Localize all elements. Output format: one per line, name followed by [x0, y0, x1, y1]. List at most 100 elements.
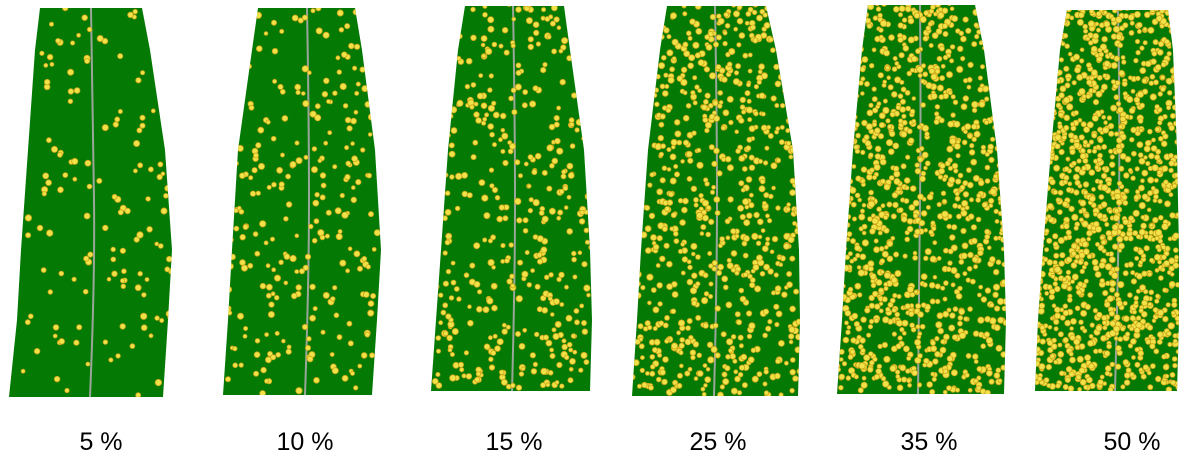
lesion-spot: [966, 84, 972, 90]
lesion-spot: [160, 171, 166, 177]
lesion-spot: [1062, 303, 1068, 309]
lesion-spot: [796, 78, 800, 85]
lesion-spot: [9, 41, 14, 49]
lesion-spot: [736, 42, 742, 48]
lesion-spot: [530, 268, 535, 274]
lesion-spot: [856, 265, 862, 270]
lesion-spot: [644, 247, 652, 254]
lesion-spot: [1035, 10, 1040, 14]
lesion-spot: [951, 15, 959, 23]
lesion-spot: [901, 119, 908, 126]
lesion-spot: [723, 11, 729, 18]
lesion-spot: [925, 25, 931, 31]
lesion-spot: [998, 184, 1004, 191]
lesion-spot: [890, 213, 897, 220]
lesion-spot: [1054, 306, 1061, 314]
lesion-spot: [1135, 189, 1141, 195]
lesion-spot: [1103, 120, 1108, 125]
lesion-spot: [1072, 134, 1078, 140]
lesion-spot: [759, 8, 766, 15]
lesion-spot: [649, 354, 656, 360]
lesion-spot: [840, 137, 847, 145]
lesion-spot: [449, 106, 458, 114]
lesion-spot: [850, 337, 857, 344]
lesion-spot: [1062, 200, 1069, 208]
lesion-spot: [991, 98, 998, 105]
lesion-spot: [784, 51, 792, 59]
lesion-spot: [717, 103, 723, 109]
lesion-spot: [491, 186, 499, 194]
lesion-spot: [717, 391, 724, 396]
lesion-spot: [637, 214, 643, 220]
lesion-spot: [556, 276, 562, 283]
lesion-spot: [788, 333, 795, 340]
lesion-spot: [278, 259, 284, 265]
lesion-spot: [632, 114, 638, 121]
lesion-spot: [265, 263, 271, 269]
lesion-spot: [469, 262, 476, 269]
lesion-spot: [515, 384, 523, 391]
lesion-spot: [958, 259, 965, 265]
lesion-spot: [1172, 338, 1178, 344]
lesion-spot: [752, 6, 759, 8]
lesion-spot: [1061, 276, 1067, 283]
lesion-spot: [1168, 265, 1175, 272]
lesion-spot: [992, 8, 999, 15]
lesion-spot: [441, 25, 448, 32]
lesion-spot: [52, 324, 60, 331]
lesion-spot: [906, 225, 914, 233]
lesion-spot: [980, 64, 986, 70]
lesion-spot: [367, 211, 374, 218]
lesion-spot: [767, 318, 773, 325]
lesion-spot: [587, 42, 592, 48]
lesion-spot: [482, 116, 488, 122]
lesion-spot: [743, 235, 750, 242]
lesion-spot: [1113, 336, 1119, 341]
lesion-spot: [1051, 337, 1057, 344]
lesion-spot: [976, 29, 982, 35]
lesion-spot: [633, 280, 641, 288]
lesion-spot: [788, 94, 795, 101]
lesion-spot: [946, 355, 954, 362]
lesion-spot: [858, 362, 866, 370]
lesion-spot: [649, 172, 655, 178]
lesion-spot: [763, 369, 769, 375]
lesion-spot: [979, 30, 985, 36]
lesion-spot: [663, 72, 669, 78]
lesion-spot: [1083, 278, 1089, 284]
lesion-spot: [977, 249, 984, 257]
lesion-spot: [737, 372, 744, 378]
lesion-spot: [451, 327, 459, 335]
lesion-spot: [279, 28, 285, 34]
lesion-spot: [373, 76, 380, 83]
lesion-spot: [972, 174, 980, 182]
lesion-spot: [693, 202, 699, 208]
lesion-spot: [518, 342, 526, 350]
lesion-spot: [442, 250, 448, 256]
lesion-spot: [838, 71, 846, 78]
lesion-spot: [661, 165, 668, 171]
lesion-spot: [482, 6, 488, 9]
lesion-spot: [861, 230, 867, 236]
lesion-spot: [431, 32, 436, 38]
lesion-spot: [121, 268, 127, 275]
lesion-spot: [589, 206, 592, 212]
lesion-spot: [943, 247, 949, 254]
lesion-spot: [516, 217, 523, 224]
lesion-spot: [776, 23, 784, 31]
lesion-spot: [851, 97, 858, 103]
lesion-spot: [677, 372, 684, 379]
lesion-spot: [570, 333, 577, 339]
lesion-spot: [852, 216, 858, 222]
lesion-spot: [549, 352, 556, 359]
lesion-spot: [1106, 115, 1113, 121]
lesion-spot: [756, 371, 763, 378]
lesion-spot: [137, 162, 144, 169]
lesion-spot: [842, 103, 850, 111]
lesion-spot: [990, 115, 996, 122]
lesion-spot: [900, 376, 908, 383]
lesion-spot: [1067, 297, 1073, 303]
lesion-spot: [680, 159, 685, 164]
lesion-spot: [887, 84, 894, 91]
